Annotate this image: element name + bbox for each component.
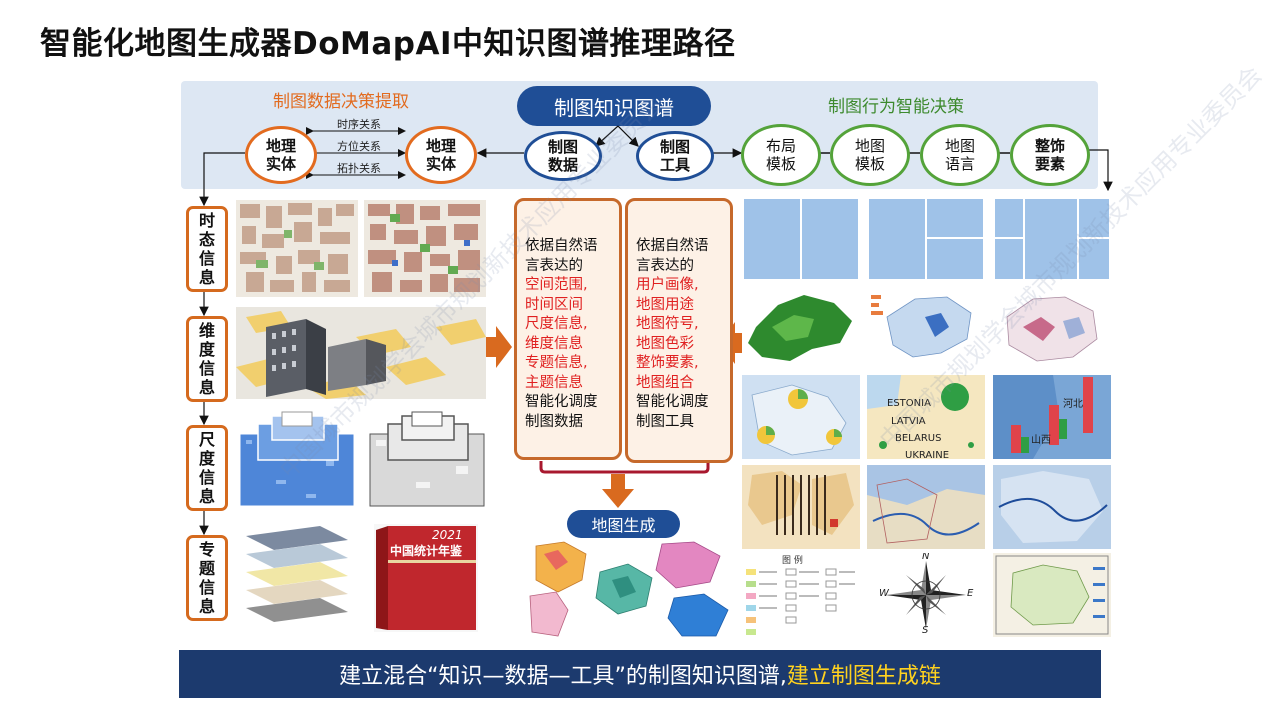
text-left-outro: 智能化调度制图数据 <box>525 394 598 430</box>
legend-title: 图 例 <box>782 556 803 566</box>
node-decoration-label: 整饰 要素 <box>1034 137 1065 173</box>
page-title: 智能化地图生成器DoMapAI中知识图谱推理路径 <box>40 26 736 62</box>
box-temporal-info: 时 态 信 息 <box>186 206 228 292</box>
text-box-data-dispatch: 依据自然语言表达的 空间范围, 时间区间 尺度信息, 维度信息 专题信息, 主题… <box>514 198 622 460</box>
scale-map-nested-colored <box>236 410 358 510</box>
scale-map-nested-gray <box>366 410 488 510</box>
box-dimension-info: 维 度 信 息 <box>186 316 228 402</box>
text-left-intro: 依据自然语言表达的 <box>525 238 598 274</box>
footer-highlight-text: 建立制图生成链 <box>786 664 941 689</box>
text-left-item-5: 专题信息, <box>525 355 588 371</box>
text-left-item-6: 主题信息 <box>525 374 583 391</box>
thematic-layer-stack <box>236 522 352 630</box>
layout-template-1 <box>742 197 860 281</box>
layout-template-3 <box>993 197 1111 281</box>
decoration-calligraphy-map <box>742 465 860 549</box>
box-thematic-label: 专 题 信 息 <box>198 540 215 616</box>
box-dimension-label: 维 度 信 息 <box>198 321 215 397</box>
behavior-decision-label: 制图行为智能决策 <box>828 97 964 117</box>
text-left-item-3: 尺度信息, <box>525 316 588 332</box>
text-left-item-4: 维度信息 <box>525 335 583 352</box>
dimension-3d-buildings <box>236 307 486 399</box>
kg-node-data: 制图 数据 <box>524 131 602 181</box>
kg-node-tool-label: 制图 工具 <box>659 138 690 174</box>
geo-entity-b-label: 地理 实体 <box>425 137 456 173</box>
footer-banner: 建立混合“知识—数据—工具”的制图知识图谱, 建立制图生成链 <box>179 650 1101 698</box>
box-scale-label: 尺 度 信 息 <box>198 430 215 506</box>
text-right-item-6: 地图组合 <box>636 374 694 391</box>
relation-topology: 拓扑关系 <box>337 162 381 175</box>
temporal-map-2 <box>364 200 486 297</box>
geo-entity-node-a: 地理 实体 <box>245 126 317 184</box>
map-label-latvia: LATVIA <box>891 416 926 427</box>
map-template-blue-province <box>867 287 985 369</box>
text-right-item-2: 地图用途 <box>636 296 694 313</box>
text-box-tool-dispatch: 依据自然语言表达的 用户画像, 地图用途 地图符号, 地图色彩 整饰要素, 地图… <box>625 198 733 463</box>
geo-entity-node-b: 地理 实体 <box>405 126 477 184</box>
map-template-green-province <box>742 287 860 369</box>
decoration-legend: 图 例 <box>742 553 860 637</box>
compass-s: S <box>922 625 929 636</box>
box-temporal-label: 时 态 信 息 <box>198 211 215 287</box>
relation-direction: 方位关系 <box>337 140 381 153</box>
relation-temporal: 时序关系 <box>337 118 381 131</box>
geo-entity-a-label: 地理 实体 <box>265 137 296 173</box>
map-label-shanxi: 山西 <box>1031 435 1051 446</box>
yearbook-title: 中国统计年鉴 <box>390 544 463 558</box>
kg-node-data-label: 制图 数据 <box>547 138 578 174</box>
compass-e: E <box>967 588 974 599</box>
decoration-compass: N S W E <box>867 553 985 637</box>
footer-main-text: 建立混合“知识—数据—工具”的制图知识图谱, <box>339 664 787 689</box>
statistical-yearbook-image: 2021 中国统计年鉴 <box>374 524 478 632</box>
text-right-item-1: 用户画像, <box>636 277 699 293</box>
box-scale-info: 尺 度 信 息 <box>186 425 228 511</box>
map-label-estonia: ESTONIA <box>887 398 931 409</box>
decoration-frame-map <box>993 553 1111 637</box>
text-right-intro: 依据自然语言表达的 <box>636 238 709 274</box>
node-map-template-label: 地图 模板 <box>854 137 885 173</box>
map-label-hebei: 河北 <box>1063 399 1083 410</box>
map-language-bar-map: 山西 河北 <box>993 375 1111 459</box>
text-right-outro: 智能化调度制图工具 <box>636 394 709 430</box>
decoration-river-map-2 <box>993 465 1111 549</box>
map-label-ukraine: UKRAINE <box>905 450 950 459</box>
text-right-item-5: 整饰要素, <box>636 355 699 371</box>
text-right-item-3: 地图符号, <box>636 316 699 332</box>
map-language-baltic: ESTONIA LATVIA BELARUS UKRAINE <box>867 375 985 459</box>
map-language-pie-charts <box>742 375 860 459</box>
node-layout-template: 布局 模板 <box>741 124 821 186</box>
text-left-item-1: 空间范围, <box>525 277 588 293</box>
compass-n: N <box>922 553 930 562</box>
temporal-map-1 <box>236 200 358 297</box>
node-layout-template-label: 布局 模板 <box>765 137 796 173</box>
layout-template-2 <box>867 197 985 281</box>
node-decoration-elements: 整饰 要素 <box>1010 124 1090 186</box>
node-map-language-label: 地图 语言 <box>944 137 975 173</box>
generated-maps <box>524 540 734 640</box>
data-extraction-label: 制图数据决策提取 <box>273 92 409 112</box>
kg-node-tool: 制图 工具 <box>636 131 714 181</box>
yearbook-year: 2021 <box>432 528 463 542</box>
map-template-thematic-colored <box>993 287 1111 369</box>
text-right-item-4: 地图色彩 <box>636 335 694 352</box>
map-label-belarus: BELARUS <box>895 433 942 444</box>
text-left-item-2: 时间区间 <box>525 296 583 313</box>
compass-w: W <box>879 588 889 599</box>
knowledge-graph-title: 制图知识图谱 <box>517 86 711 126</box>
node-map-language: 地图 语言 <box>920 124 1000 186</box>
decoration-river-map-1 <box>867 465 985 549</box>
box-thematic-info: 专 题 信 息 <box>186 535 228 621</box>
map-generation-label: 地图生成 <box>567 510 680 538</box>
node-map-template: 地图 模板 <box>830 124 910 186</box>
